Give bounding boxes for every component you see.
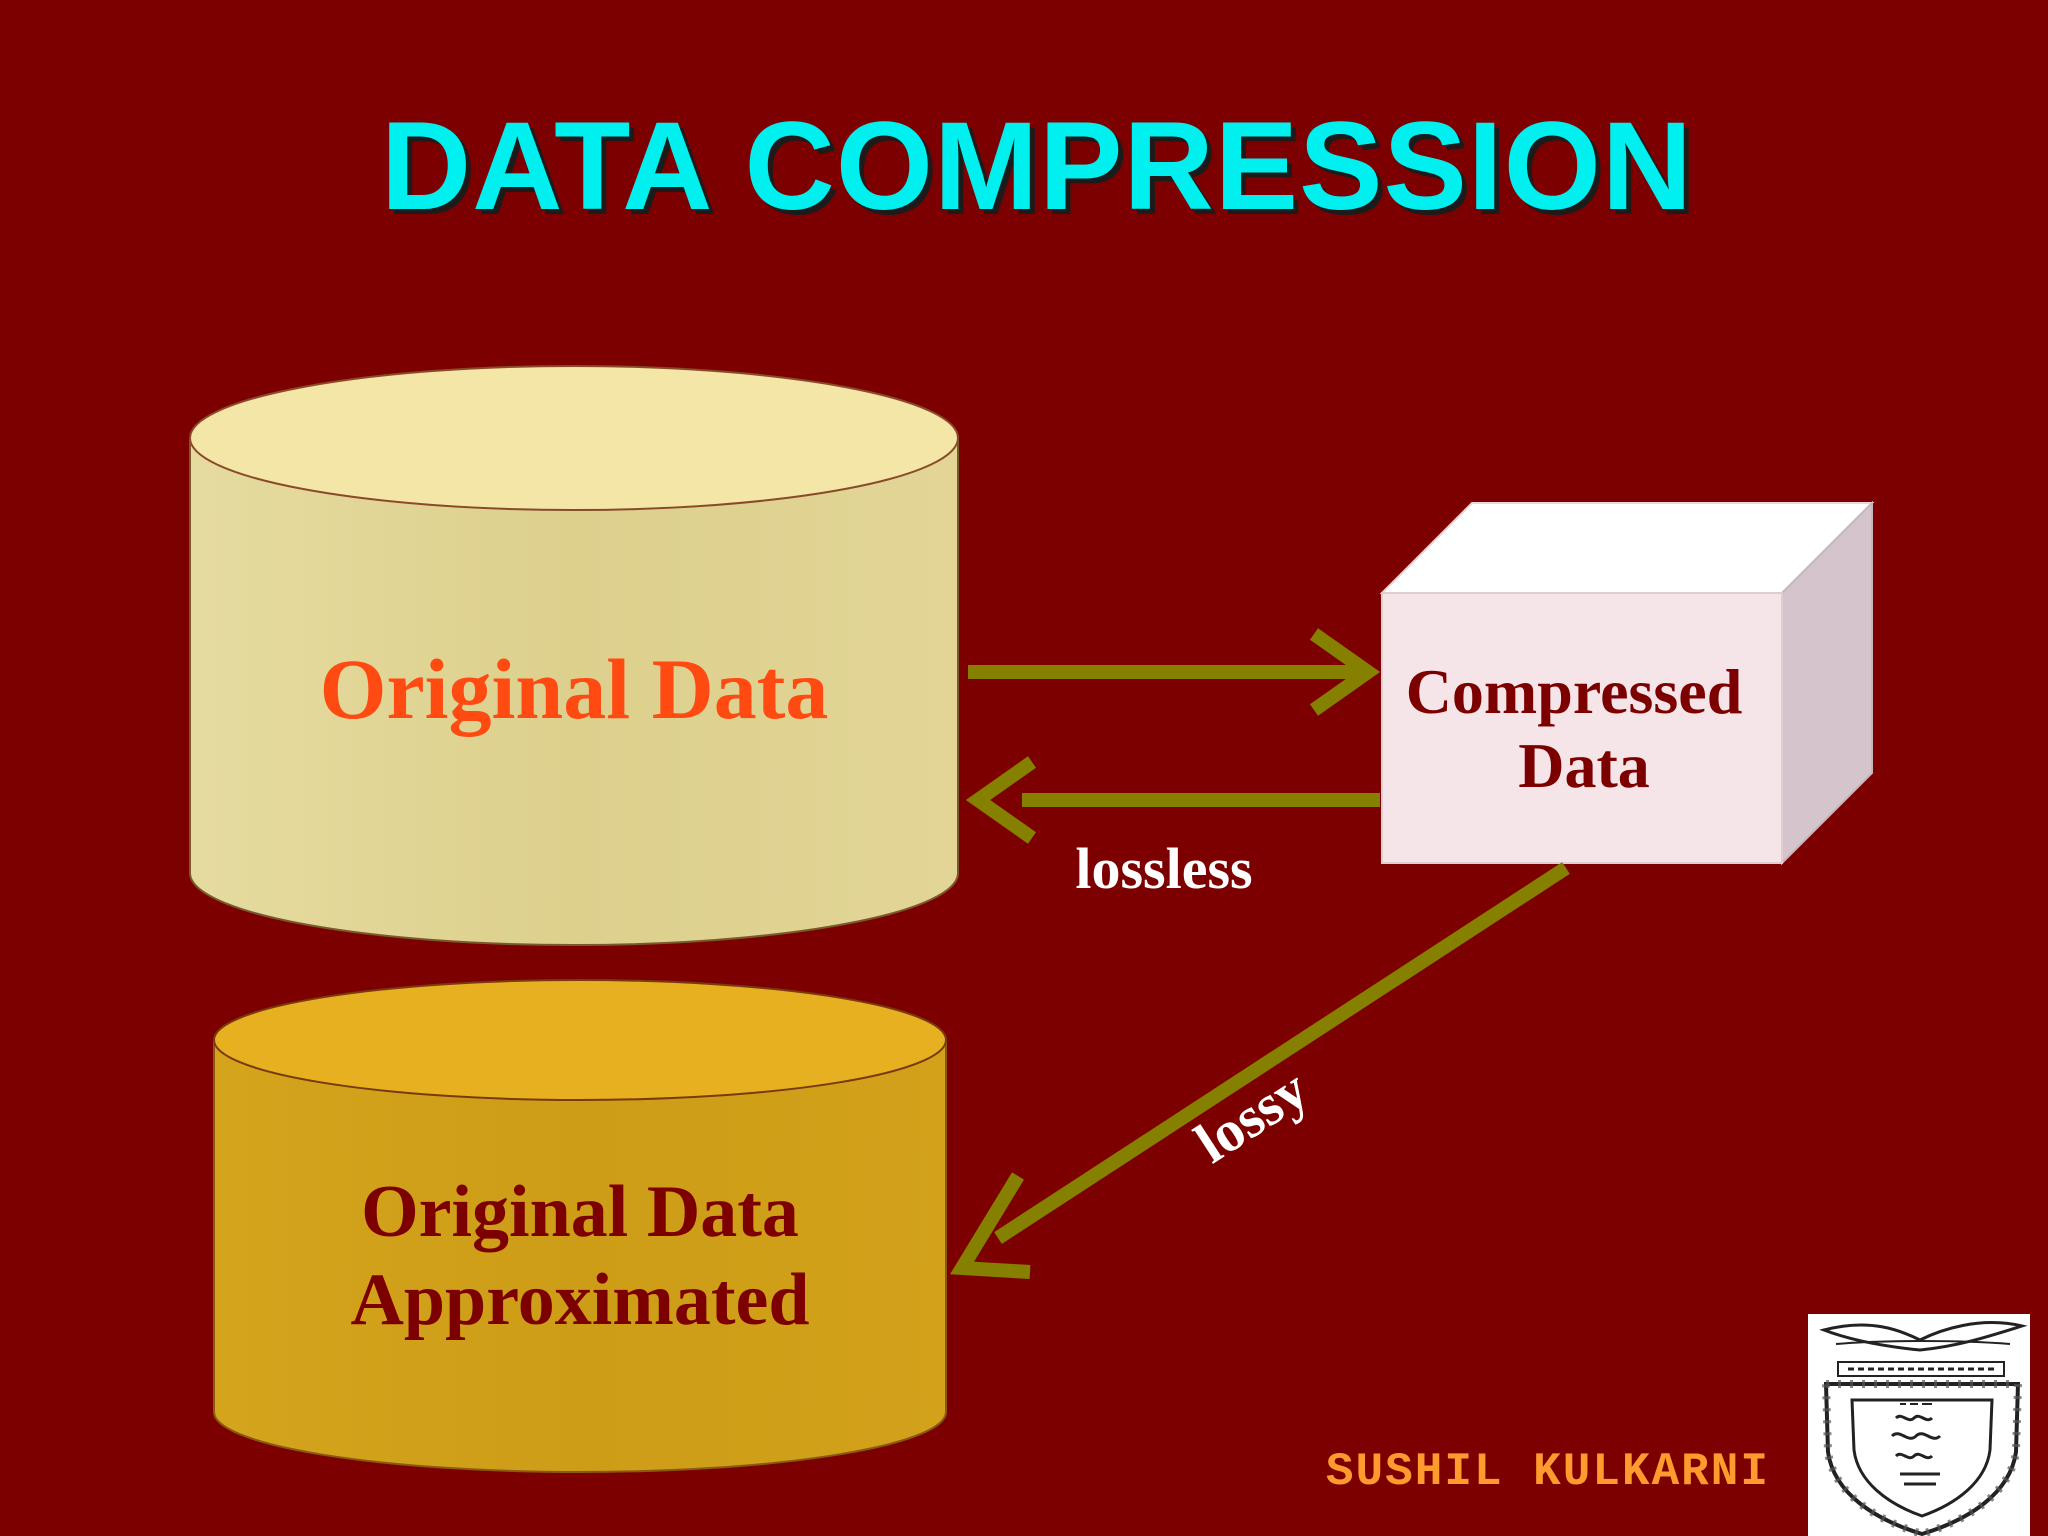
approximated-label-line-2: Approximated [350,1259,809,1341]
cube-front-face [1381,592,1783,864]
lossless-arrow-head [965,756,1037,844]
title-shadow: DATA COMPRESSION [386,102,1698,241]
approximated-cylinder-body [213,1039,947,1473]
lossless-label: lossless [1075,836,1252,901]
approximated-cylinder-top [213,979,947,1101]
original-data-cylinder: Original Data [189,365,959,946]
compress-arrow-head [1309,628,1381,716]
approximated-data-cylinder: Original Data Approximated [213,979,947,1473]
approximated-label-line-1: Original Data [361,1171,799,1253]
compressed-label-line-1: Compressed [1406,656,1743,727]
title-text: DATA COMPRESSION [381,97,1693,236]
crest-icon [1808,1314,2030,1536]
compress-arrow [968,628,1381,716]
lossless-arrow [965,756,1380,844]
original-data-label: Original Data [320,641,829,737]
original-cylinder-body [189,437,959,946]
lossy-arrow [949,862,1570,1279]
slide-title: DATA COMPRESSION DATA COMPRESSION [381,97,1698,241]
lossy-arrow-shaft [994,862,1570,1244]
compressed-label-line-2: Data [1518,730,1650,801]
compressed-data-cube: Compressed Data [1379,500,1875,866]
lossy-arrow-head [949,1172,1031,1279]
author-footer: SUSHIL KULKARNI [1326,1446,1770,1498]
original-cylinder-top [189,365,959,511]
